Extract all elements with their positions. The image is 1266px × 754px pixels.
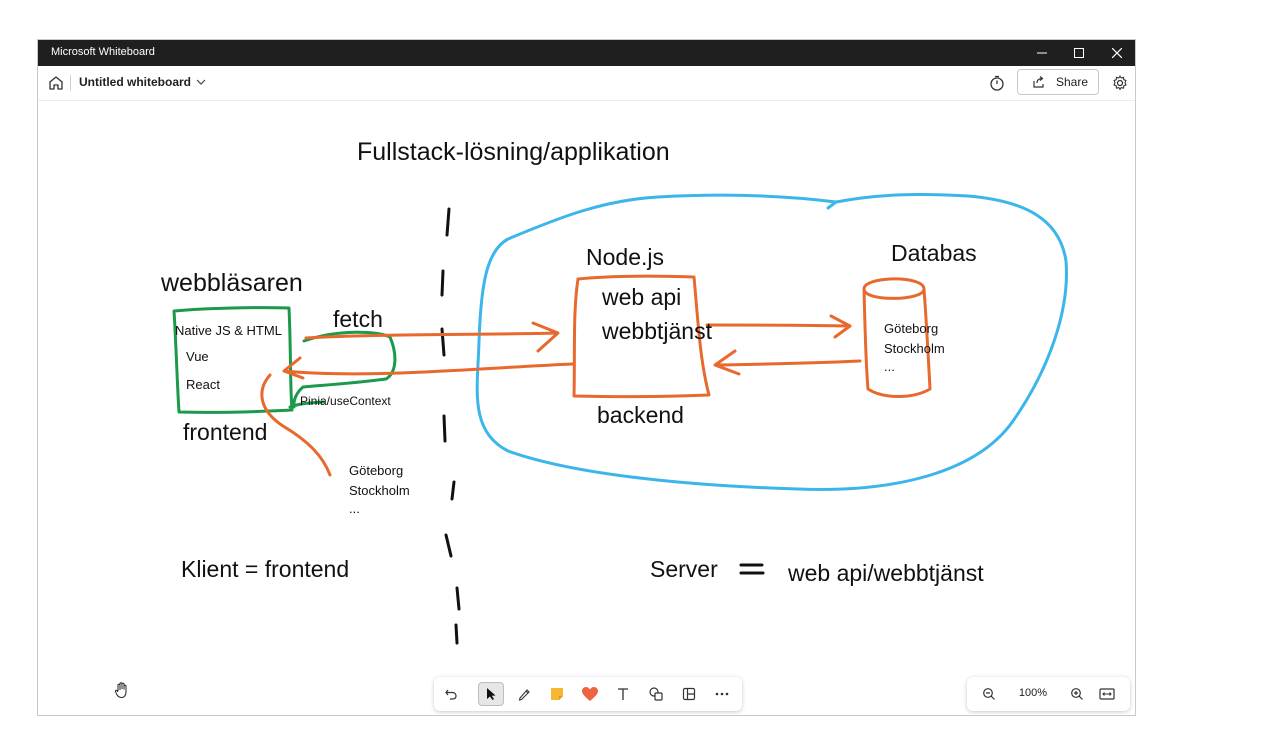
db-city-1[interactable]: Göteborg bbox=[884, 321, 939, 336]
window-title: Microsoft Whiteboard bbox=[51, 46, 155, 58]
undo-button[interactable] bbox=[438, 682, 464, 706]
fit-screen-icon bbox=[1099, 688, 1115, 700]
shapes-tool[interactable] bbox=[643, 682, 669, 706]
fit-to-screen-button[interactable] bbox=[1094, 682, 1120, 706]
backend-label[interactable]: backend bbox=[597, 402, 684, 428]
fetch-loop-stroke bbox=[288, 330, 397, 409]
server-word[interactable]: Server bbox=[650, 556, 718, 582]
app-toolbar: Untitled whiteboard Share bbox=[38, 66, 1135, 101]
toolbar-divider bbox=[70, 75, 71, 91]
divider-dash-7 bbox=[455, 586, 461, 611]
shapes-icon bbox=[649, 687, 663, 701]
share-icon bbox=[1033, 76, 1044, 88]
db-city-3[interactable]: ... bbox=[884, 359, 895, 374]
divider-dash-8 bbox=[454, 623, 459, 645]
state-label[interactable]: Pinia/useContext bbox=[300, 394, 391, 408]
divider-dash-6 bbox=[444, 533, 453, 558]
node-label[interactable]: Node.js bbox=[586, 244, 664, 270]
database-cylinder-stroke bbox=[862, 277, 932, 398]
share-label: Share bbox=[1056, 75, 1089, 89]
db-response-arrow-stroke bbox=[713, 349, 862, 376]
db-city-2[interactable]: Stockholm bbox=[884, 341, 945, 356]
state-hook-stroke bbox=[260, 373, 332, 477]
server-box-stroke bbox=[572, 274, 711, 399]
reactions-tool[interactable] bbox=[577, 682, 603, 706]
minimize-icon bbox=[1037, 52, 1047, 54]
browser-item-native[interactable]: Native JS & HTML bbox=[175, 323, 282, 338]
sticky-note-tool[interactable] bbox=[544, 682, 570, 706]
client-city-3[interactable]: ... bbox=[349, 501, 360, 516]
equals-stroke bbox=[739, 563, 765, 575]
timer-icon[interactable] bbox=[988, 74, 1006, 92]
close-icon bbox=[1112, 48, 1122, 58]
zoom-controls: 100% bbox=[967, 677, 1130, 711]
select-tool[interactable] bbox=[478, 682, 504, 706]
browser-item-react[interactable]: React bbox=[186, 377, 220, 392]
title-bar: Microsoft Whiteboard bbox=[38, 40, 1135, 66]
zoom-in-button[interactable] bbox=[1064, 682, 1090, 706]
canvas-heading[interactable]: Fullstack-lösning/applikation bbox=[357, 138, 670, 166]
share-button[interactable]: Share bbox=[1017, 69, 1099, 95]
zoom-in-icon bbox=[1071, 688, 1083, 700]
bottom-toolbar bbox=[434, 677, 742, 711]
board-title[interactable]: Untitled whiteboard bbox=[79, 75, 191, 89]
frontend-label[interactable]: frontend bbox=[183, 419, 268, 445]
divider-dash-3 bbox=[440, 327, 446, 357]
zoom-out-icon bbox=[983, 688, 995, 700]
ink-strokes bbox=[172, 192, 1068, 645]
request-arrow-stroke bbox=[304, 321, 560, 353]
fetch-label[interactable]: fetch bbox=[333, 306, 383, 332]
minimize-button[interactable] bbox=[1023, 40, 1061, 66]
browser-label[interactable]: webbläsaren bbox=[161, 269, 303, 297]
chevron-down-icon[interactable] bbox=[194, 75, 208, 89]
home-icon[interactable] bbox=[47, 74, 65, 92]
more-tools-button[interactable] bbox=[709, 682, 735, 706]
pointer-icon bbox=[487, 688, 496, 700]
more-icon bbox=[715, 692, 729, 696]
divider-dash-4 bbox=[442, 414, 447, 443]
zoom-level[interactable]: 100% bbox=[1018, 687, 1048, 699]
client-city-2[interactable]: Stockholm bbox=[349, 483, 410, 498]
browser-box-stroke bbox=[172, 306, 294, 414]
sticky-note-icon bbox=[551, 688, 563, 700]
whiteboard-canvas[interactable]: Fullstack-lösning/applikation webbläsare… bbox=[38, 101, 1135, 715]
whiteboard-window: Microsoft Whiteboard Untitled whiteboard bbox=[37, 39, 1136, 716]
server-blob-stroke bbox=[475, 192, 1068, 491]
templates-tool[interactable] bbox=[676, 682, 702, 706]
browser-item-vue[interactable]: Vue bbox=[186, 349, 209, 364]
maximize-button[interactable] bbox=[1060, 40, 1098, 66]
client-equation[interactable]: Klient = frontend bbox=[181, 556, 350, 582]
server-definition[interactable]: web api/webbtjänst bbox=[788, 560, 984, 586]
text-tool[interactable] bbox=[610, 682, 636, 706]
gear-icon[interactable] bbox=[1111, 74, 1129, 92]
heart-icon bbox=[582, 687, 598, 701]
server-box-line-2[interactable]: webbtjänst bbox=[602, 318, 712, 344]
database-label[interactable]: Databas bbox=[891, 240, 977, 266]
pen-tool[interactable] bbox=[511, 682, 537, 706]
db-request-arrow-stroke bbox=[705, 314, 852, 339]
maximize-icon bbox=[1074, 48, 1084, 58]
divider-dash-2 bbox=[440, 269, 445, 297]
pen-icon bbox=[518, 689, 530, 701]
close-button[interactable] bbox=[1098, 40, 1135, 66]
template-icon bbox=[682, 687, 696, 701]
undo-icon bbox=[445, 689, 457, 700]
zoom-out-button[interactable] bbox=[976, 682, 1002, 706]
response-arrow-stroke bbox=[282, 356, 575, 380]
hand-cursor-icon bbox=[114, 682, 127, 698]
client-city-1[interactable]: Göteborg bbox=[349, 463, 404, 478]
server-box-line-1[interactable]: web api bbox=[602, 284, 682, 310]
text-icon bbox=[618, 688, 628, 700]
divider-dash-5 bbox=[450, 480, 456, 501]
divider-dash-1 bbox=[445, 207, 451, 237]
